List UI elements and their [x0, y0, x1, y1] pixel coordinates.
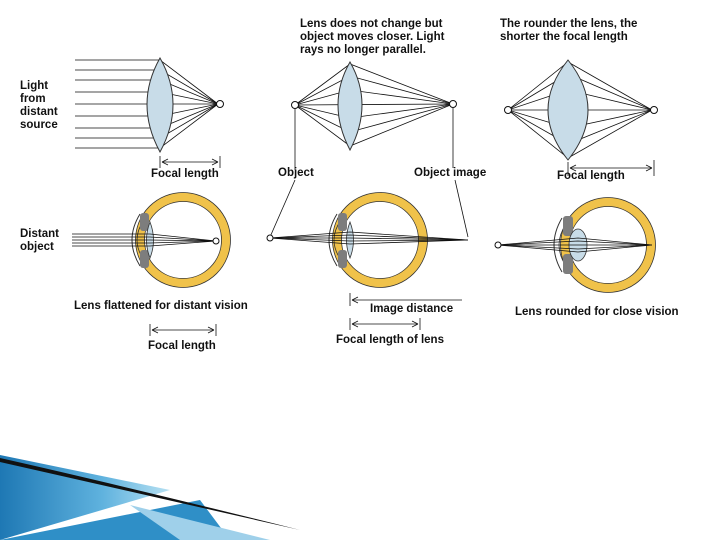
distant-object-label: Distant object [20, 228, 59, 253]
object-image-projection-line [454, 179, 469, 238]
diverging-light-rays [294, 63, 454, 147]
close-vision-rays [497, 237, 653, 253]
focal-length-of-lens-label: Focal length of lens [336, 334, 444, 346]
focal-length-marker [567, 160, 655, 176]
object-point [504, 106, 512, 114]
focal-length-marker [159, 156, 221, 168]
lens-flattened-label: Lens flattened for distant vision [74, 300, 248, 312]
object-point [291, 101, 299, 109]
object-point [266, 234, 274, 242]
focal-length-marker [149, 324, 217, 336]
object-label: Object [278, 167, 314, 179]
focal-point [650, 106, 658, 114]
focal-length-of-lens-marker [349, 318, 421, 330]
light-source-label: Light from distant source [20, 80, 58, 131]
iris [140, 213, 149, 231]
slide-decoration [0, 455, 300, 540]
image-distance-label: Image distance [370, 303, 454, 315]
lens [346, 220, 354, 260]
iris [338, 250, 347, 268]
focal-point [216, 100, 224, 108]
close-object-rays [269, 231, 469, 245]
eye-distant-vision [72, 192, 231, 336]
iris [338, 213, 347, 231]
focal-length-label: Focal length [557, 170, 625, 182]
panel-close-object [269, 60, 469, 238]
eye-close-object [266, 192, 469, 330]
rounder-note-label: The rounder the lens, the shorter the fo… [500, 18, 638, 43]
lens-rounded-label: Lens rounded for close vision [515, 306, 679, 318]
distant-object-rays [72, 233, 217, 247]
iris [563, 216, 573, 236]
biconvex-lens [146, 56, 174, 154]
rounded-lens [547, 59, 589, 161]
lens-note-label: Lens does not change but object moves cl… [300, 18, 445, 56]
focal-point [212, 237, 220, 245]
iris [563, 254, 573, 274]
panel-parallel-rays [75, 56, 224, 168]
object-image-label: Object image [414, 167, 487, 179]
biconvex-lens [337, 60, 363, 152]
focal-length-label: Focal length [151, 168, 219, 180]
focal-length-label: Focal length [148, 340, 216, 352]
iris [140, 250, 149, 268]
object-projection-line [269, 179, 296, 238]
panel-rounder-lens [504, 59, 658, 176]
image-distance-marker [349, 293, 462, 306]
eye-close-vision [494, 197, 656, 293]
object-point [494, 241, 502, 249]
object-image-point [449, 100, 457, 108]
